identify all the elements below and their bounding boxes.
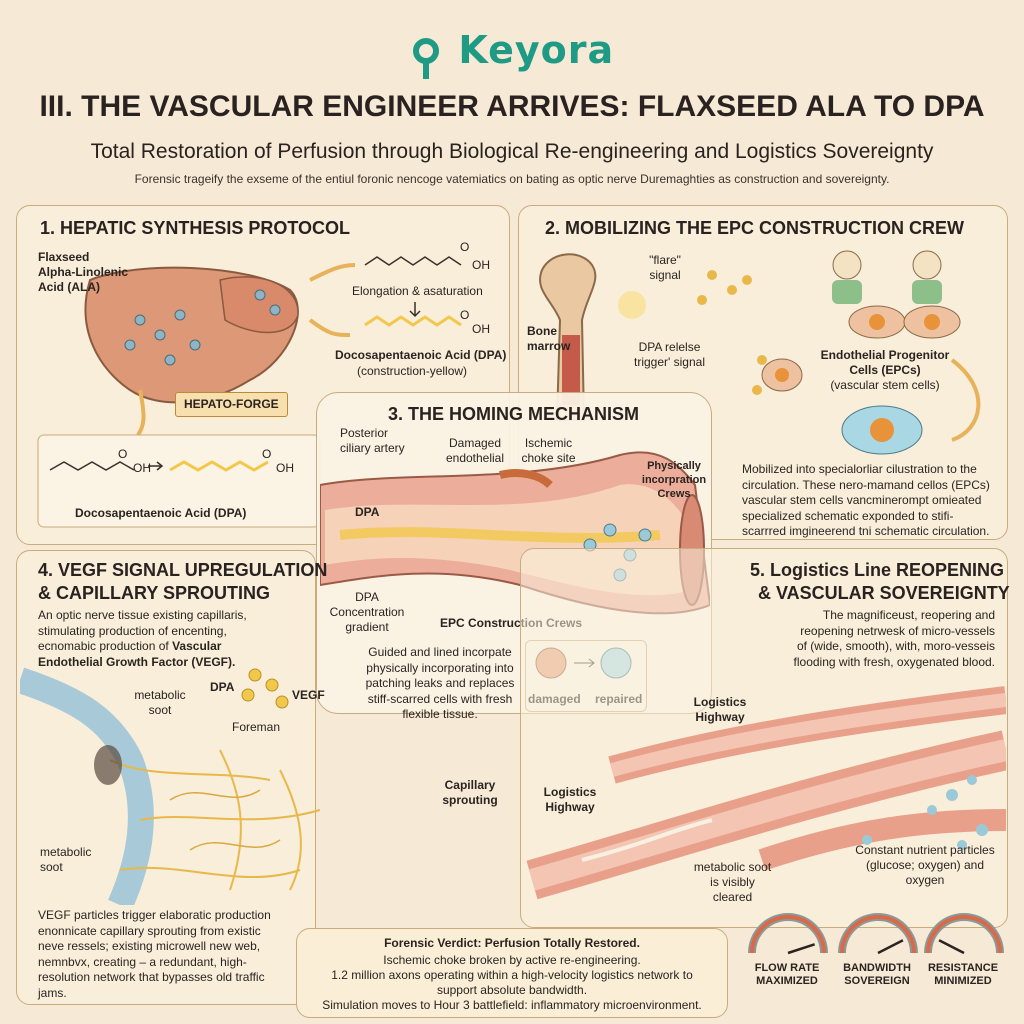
dpa-label: Docosapentaenoic Acid (DPA) — [335, 348, 507, 362]
metabolic-soot-label-1: metabolic soot — [134, 688, 186, 717]
gauge-icon — [748, 913, 828, 955]
panel3-title: 3. THE HOMING MECHANISM — [388, 404, 640, 424]
capillary-sprouting-label: Capillary sprouting — [442, 778, 498, 807]
soot-cleared-label: metabolic soot is visibly cleared — [693, 860, 772, 904]
panel2-title: 2. MOBILIZING THE EPC CONSTRUCTION CREW — [545, 218, 965, 238]
liver-illustration — [37, 256, 462, 528]
logo-text: Keyora — [458, 28, 615, 72]
hydroxyl-3: OH — [133, 461, 151, 475]
panel5-title-2: & VASCULAR SOVEREIGNTY — [758, 583, 1010, 603]
gauge-bandwidth: BANDWIDTH SOVEREIGN — [832, 905, 924, 987]
carbonyl-o-4: O — [262, 447, 272, 461]
dpa-sub-label: (construction-yellow) — [357, 364, 468, 378]
down-arrow-icon — [409, 302, 421, 318]
hydroxyl-4: OH — [276, 461, 294, 475]
gauge-label: RESISTANCE MINIMIZED — [927, 962, 999, 987]
page-subtitle: Total Restoration of Perfusion through B… — [90, 140, 934, 163]
panel4-intro-bold: Vascular Endothelial Growth Factor (VEGF… — [38, 639, 236, 669]
carbonyl-o-3: O — [118, 447, 128, 461]
logistics-highway-label-1: Logistics Highway — [693, 695, 747, 724]
hepato-forge-badge: HEPATO-FORGE — [175, 392, 288, 417]
verdict-line-1: Ischemic choke broken by active re-engin… — [383, 953, 641, 967]
panel5-title-1: 5. Logistics Line REOPENING — [750, 560, 1005, 580]
hydroxyl-2: OH — [472, 322, 490, 336]
panel4-title-2: & CAPILLARY SPROUTING — [38, 583, 271, 603]
brand-logo: Keyora — [0, 28, 1024, 81]
panel2-body: Mobilized into specialorliar cilustratio… — [742, 462, 990, 539]
panel5-body: The magnificeust, reopering and reopenin… — [793, 608, 995, 669]
nutrients-label: Constant nutrient particles (glucose; ox… — [855, 843, 995, 887]
flare-signal — [618, 291, 646, 319]
panel4-intro-plain: An optic nerve tissue existing capillari… — [38, 608, 247, 654]
panel-vegf-sprouting — [16, 550, 316, 1005]
ala-chain — [364, 256, 462, 266]
dpa-label-2: Docosapentaenoic Acid (DPA) — [75, 506, 247, 520]
flare-label: "flare" signal — [649, 253, 681, 282]
dpa-flow-label: DPA — [355, 505, 380, 519]
panel3-body: Guided and lined incorpate physically in… — [365, 645, 515, 722]
vegf-dpa-label: DPA — [210, 680, 235, 694]
carbonyl-o-2: O — [460, 308, 470, 322]
key-logo-icon — [412, 37, 439, 79]
vegf-label: VEGF — [292, 688, 325, 702]
page-tagline: Forensic trageify the exseme of the enti… — [134, 172, 890, 186]
verdict-line-2: 1.2 million axons operating within a hig… — [331, 968, 693, 997]
verdict-line-3: Simulation moves to Hour 3 battlefield: … — [322, 998, 702, 1012]
gauge-label: FLOW RATE MAXIMIZED — [754, 962, 820, 987]
ischemic-site-label: Ischemic choke site — [521, 436, 576, 465]
dpa-chain — [364, 315, 462, 327]
elongation-label: Elongation & asaturation — [352, 284, 483, 298]
panel1-title: 1. HEPATIC SYNTHESIS PROTOCOL — [40, 218, 351, 238]
posterior-artery-label: Posterior ciliary artery — [340, 426, 405, 455]
hydroxyl-1: OH — [472, 258, 490, 272]
carbonyl-o-1: O — [460, 240, 470, 254]
logistics-highway-label-2: Logistics Highway — [543, 785, 597, 814]
verdict-title: Forensic Verdict: Perfusion Totally Rest… — [384, 936, 640, 950]
panel4-intro: An optic nerve tissue existing capillari… — [38, 608, 268, 670]
gauge-resistance: RESISTANCE MINIMIZED — [918, 905, 1010, 987]
gauge-icon — [838, 913, 918, 955]
ala-label: Flaxseed Alpha-Linolenic Acid (ALA) — [38, 250, 128, 294]
gauge-flow-rate: FLOW RATE MAXIMIZED — [742, 905, 834, 987]
bone-marrow-label: Bone marrow — [527, 324, 571, 353]
damaged-endothelial-label: Damaged endothelial — [445, 436, 505, 465]
gauge-label: BANDWIDTH SOVEREIGN — [843, 962, 911, 987]
gradient-label: DPA Concentration gradient — [329, 590, 405, 634]
verdict-box — [296, 928, 728, 1018]
gauge-icon — [924, 913, 1004, 955]
epc-label: Endothelial Progenitor Cells (EPCs) — [820, 348, 950, 377]
epc-illustration — [539, 250, 981, 455]
dpa-release-label: DPA relelse trigger' signal — [634, 340, 705, 369]
capillary-network-illustration — [20, 667, 321, 905]
logistics-vessels-illustration — [526, 686, 1006, 900]
panel4-title-1: 4. VEGF SIGNAL UPREGULATION — [38, 560, 328, 580]
page-title: III. THE VASCULAR ENGINEER ARRIVES: FLAX… — [39, 90, 985, 123]
metabolic-soot-label-2: metabolic soot — [40, 845, 92, 874]
epc-sub-label: (vascular stem cells) — [830, 378, 940, 392]
foreman-label: Foreman — [232, 720, 281, 734]
physically-label: Physically incorpration Crews — [641, 460, 707, 500]
panel4-body: VEGF particles trigger elaboratic produc… — [38, 908, 271, 1000]
